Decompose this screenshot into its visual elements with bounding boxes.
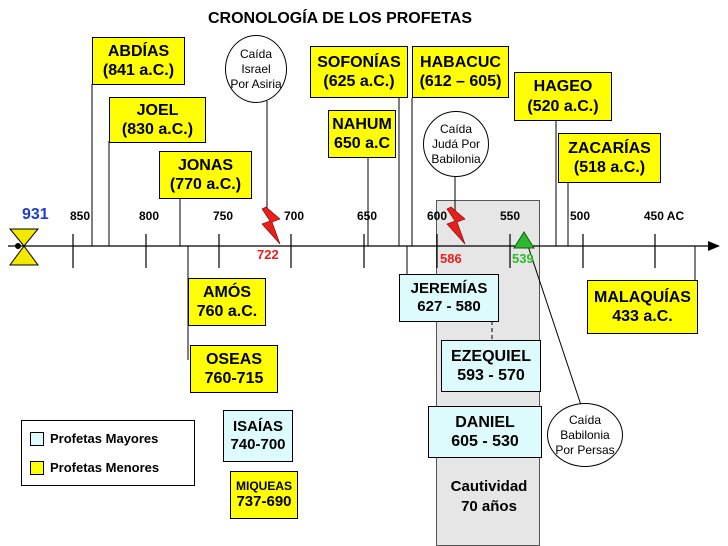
event-text: Caída Judá Por Babilonia xyxy=(431,121,481,166)
prophet-nahum: NAHUM 650 a.C xyxy=(328,110,396,158)
prophet-oseas: OSEAS 760-715 xyxy=(190,345,278,393)
tick-label-700: 700 xyxy=(283,209,305,223)
prophet-name: HABACUC xyxy=(420,53,501,71)
prophet-sofonias: SOFONÍAS (625 a.C.) xyxy=(310,46,408,98)
prophet-name: EZEQUIEL xyxy=(450,347,531,365)
prophet-date: 737-690 xyxy=(236,493,292,511)
prophet-miqueas: MIQUEAS 737-690 xyxy=(230,471,298,519)
prophet-date: 593 - 570 xyxy=(457,367,525,384)
prophet-jeremias: JEREMÍAS 627 - 580 xyxy=(399,274,499,322)
legend-row-menores: Profetas Menores xyxy=(30,460,159,475)
prophet-name: ZACARÍAS xyxy=(568,139,651,157)
event-fall-juda: Caída Judá Por Babilonia xyxy=(423,111,489,177)
prophet-name: JEREMÍAS xyxy=(410,280,488,297)
prophet-date: 760-715 xyxy=(204,370,264,387)
prophet-date: 650 a.C xyxy=(333,135,391,152)
prophet-date: (841 a.C.) xyxy=(102,62,175,79)
prophet-date: 740-700 xyxy=(230,436,286,453)
prophet-isaias: ISAÍAS 740-700 xyxy=(223,410,293,462)
prophet-habacuc: HABACUC (612 – 605) xyxy=(412,46,509,98)
start-dot-icon xyxy=(15,243,21,249)
prophet-date: (625 a.C.) xyxy=(323,73,395,90)
prophet-name: NAHUM xyxy=(332,115,392,133)
prophet-name: ABDÍAS xyxy=(107,42,170,60)
tick-label-500: 500 xyxy=(569,209,591,223)
prophet-name: DANIEL xyxy=(455,413,515,431)
prophet-name: JOEL xyxy=(136,101,179,119)
axis-ticks xyxy=(72,234,656,268)
prophet-abdias: ABDÍAS (841 a.C.) xyxy=(92,37,185,85)
prophet-date: 605 - 530 xyxy=(451,433,519,450)
prophet-zacarias: ZACARÍAS (518 a.C.) xyxy=(558,133,661,183)
prophet-daniel: DANIEL 605 - 530 xyxy=(428,406,542,458)
prophet-date: 760 a.C. xyxy=(196,303,258,320)
upper-connectors xyxy=(91,84,569,246)
prophet-date: (518 a.C.) xyxy=(573,159,646,176)
event-fall-israel: Caída Israel Por Asiria xyxy=(225,35,287,103)
legend: Profetas Mayores Profetas Menores xyxy=(21,420,195,486)
lightning-icon-israel xyxy=(261,206,281,245)
page-title: CRONOLOGÍA DE LOS PROFETAS xyxy=(208,10,473,27)
prophet-name: MIQUEAS xyxy=(235,478,292,493)
fall-juda-year: 586 xyxy=(440,251,462,266)
prophet-name: OSEAS xyxy=(205,350,262,368)
prophet-date: 433 a.C. xyxy=(612,308,673,325)
captivity-line1: Cautividad xyxy=(450,478,528,495)
start-year: 931 xyxy=(22,206,49,223)
hourglass-icon xyxy=(8,228,40,266)
tick-label-850: 850 xyxy=(69,209,91,223)
legend-label-menores: Profetas Menores xyxy=(50,460,160,475)
prophet-name: ISAÍAS xyxy=(232,418,283,435)
lightning-icon-juda xyxy=(446,206,466,245)
prophet-date: (770 a.C.) xyxy=(169,176,242,193)
tick-label-800: 800 xyxy=(138,209,160,223)
legend-swatch-menores xyxy=(30,460,44,475)
prophet-name: HAGEO xyxy=(533,78,593,96)
event-text: Caída Israel Por Asiria xyxy=(230,46,282,91)
prophet-date: (612 – 605) xyxy=(419,73,502,90)
prophet-name: AMÓS xyxy=(203,283,251,301)
tick-label-750: 750 xyxy=(212,209,234,223)
return-year: 539 xyxy=(512,251,534,266)
tick-label-650: 650 xyxy=(356,209,378,223)
tick-label-550: 550 xyxy=(499,209,521,223)
fall-israel-year: 722 xyxy=(257,247,279,262)
legend-row-mayores: Profetas Mayores xyxy=(30,431,158,446)
tick-label-450: 450 AC xyxy=(643,209,685,223)
timeline-arrowhead xyxy=(708,241,720,251)
prophet-name: JONAS xyxy=(177,156,234,174)
captivity-label: Cautividad 70 años xyxy=(441,477,537,516)
tick-label-600: 600 xyxy=(426,209,448,223)
prophet-name: MALAQUÍAS xyxy=(594,288,691,306)
captivity-line2: 70 años xyxy=(461,497,517,515)
prophet-name: SOFONÍAS xyxy=(317,53,401,71)
connector-fall-babilonia xyxy=(527,245,583,409)
legend-swatch-mayores xyxy=(30,431,44,446)
legend-label-mayores: Profetas Mayores xyxy=(50,431,159,446)
prophet-malaquias: MALAQUÍAS 433 a.C. xyxy=(587,280,698,334)
event-fall-babilonia: Caída Babilonia Por Persas xyxy=(547,403,623,467)
prophet-jonas: JONAS (770 a.C.) xyxy=(159,151,252,199)
return-triangle-icon xyxy=(513,231,535,249)
prophet-ezequiel: EZEQUIEL 593 - 570 xyxy=(441,340,541,392)
prophet-joel: JOEL (830 a.C.) xyxy=(109,97,206,143)
event-text: Caída Babilonia Por Persas xyxy=(555,412,615,457)
prophet-date: (830 a.C.) xyxy=(121,121,194,138)
prophet-date: 627 - 580 xyxy=(417,298,481,315)
prophet-date: (520 a.C.) xyxy=(527,97,599,115)
prophet-hageo: HAGEO (520 a.C.) xyxy=(514,72,612,121)
prophet-amos: AMÓS 760 a.C. xyxy=(188,278,266,326)
